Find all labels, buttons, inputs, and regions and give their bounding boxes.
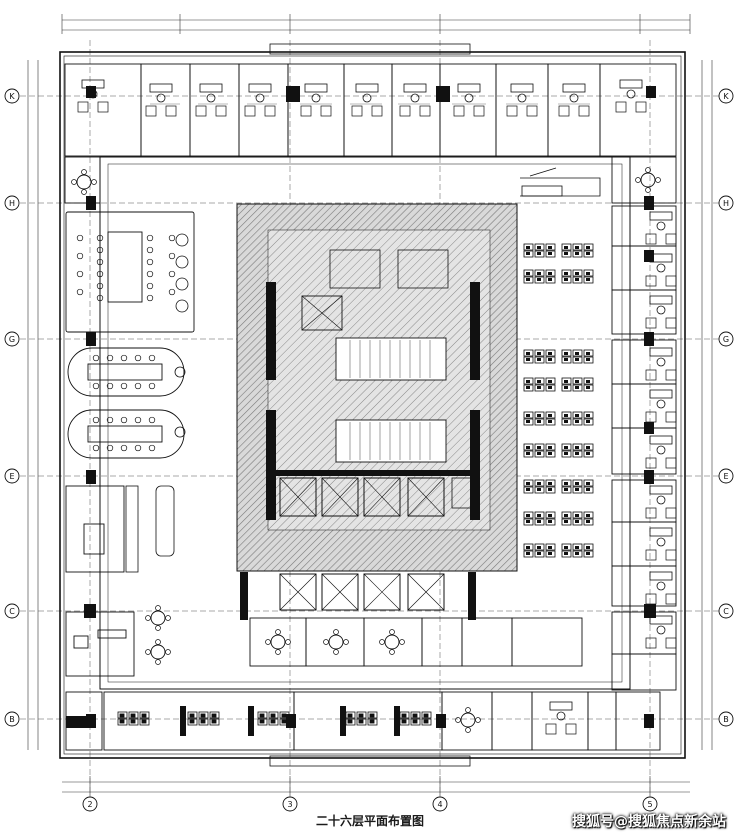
svg-text:G: G	[9, 335, 15, 344]
grid-bubble-b-left: B	[4, 711, 20, 727]
grid-bubble-g-right: G	[718, 331, 734, 347]
grid-bubble-4-bottom: 4	[432, 796, 448, 812]
grid-bubble-3-bottom: 3	[282, 796, 298, 812]
bottom-core-rooms	[249, 617, 583, 667]
top-offices	[64, 63, 677, 157]
left-rooms	[64, 156, 195, 751]
grid-bubbles-right: K H G E C B	[718, 88, 734, 727]
grid-bubble-h-left: H	[4, 195, 20, 211]
open-office-boundary	[520, 167, 601, 197]
grid-bubble-e-right: E	[718, 468, 734, 484]
bottom-wall-segments	[66, 706, 400, 736]
grid-bubbles-bottom: 2 3 4 5	[82, 796, 658, 812]
grid-bubble-g-left: G	[4, 331, 20, 347]
grid-bubble-e-left: E	[4, 468, 20, 484]
grid-bubbles-left: K H G E C B	[4, 88, 20, 727]
svg-text:C: C	[723, 607, 729, 616]
svg-text:G: G	[723, 335, 729, 344]
svg-text:K: K	[9, 92, 15, 101]
structural-columns	[84, 86, 656, 728]
svg-text:E: E	[723, 472, 728, 481]
bottom-dimension-lines	[62, 776, 690, 796]
corridor-ring	[99, 156, 631, 690]
svg-text:2: 2	[87, 800, 92, 809]
drawing-caption: 二十六层平面布置图	[315, 814, 424, 828]
bottom-offices	[103, 691, 661, 751]
grid-bubble-k-right: K	[718, 88, 734, 104]
lower-elevator-lobby	[279, 573, 445, 611]
svg-text:K: K	[723, 92, 729, 101]
svg-text:H: H	[9, 199, 15, 208]
svg-text:5: 5	[647, 800, 652, 809]
grid-bubble-5-bottom: 5	[642, 796, 658, 812]
top-dimension-lines	[61, 14, 691, 34]
grid-bubble-c-left: C	[4, 603, 20, 619]
svg-text:B: B	[723, 715, 729, 724]
grid-bubble-b-right: B	[718, 711, 734, 727]
open-office-desks	[523, 243, 594, 558]
svg-text:C: C	[9, 607, 15, 616]
central-core	[236, 203, 518, 620]
svg-text:B: B	[9, 715, 15, 724]
elevator-x-marks	[279, 477, 445, 517]
right-column-walls	[644, 250, 654, 434]
lounge-tables	[145, 605, 171, 665]
svg-text:H: H	[723, 199, 729, 208]
side-dimension-lines	[27, 60, 713, 750]
left-partitions	[125, 233, 189, 573]
watermark: 搜狐号@搜狐焦点新余站	[572, 814, 726, 830]
building-outline	[59, 43, 686, 767]
grid-bubble-c-right: C	[718, 603, 734, 619]
stair-treads	[349, 340, 431, 460]
svg-text:4: 4	[437, 800, 442, 809]
grid-bubble-k-left: K	[4, 88, 20, 104]
grid-bubble-h-right: H	[718, 195, 734, 211]
grid-bubble-2-bottom: 2	[82, 796, 98, 812]
svg-text:3: 3	[287, 800, 292, 809]
svg-text:E: E	[9, 472, 14, 481]
